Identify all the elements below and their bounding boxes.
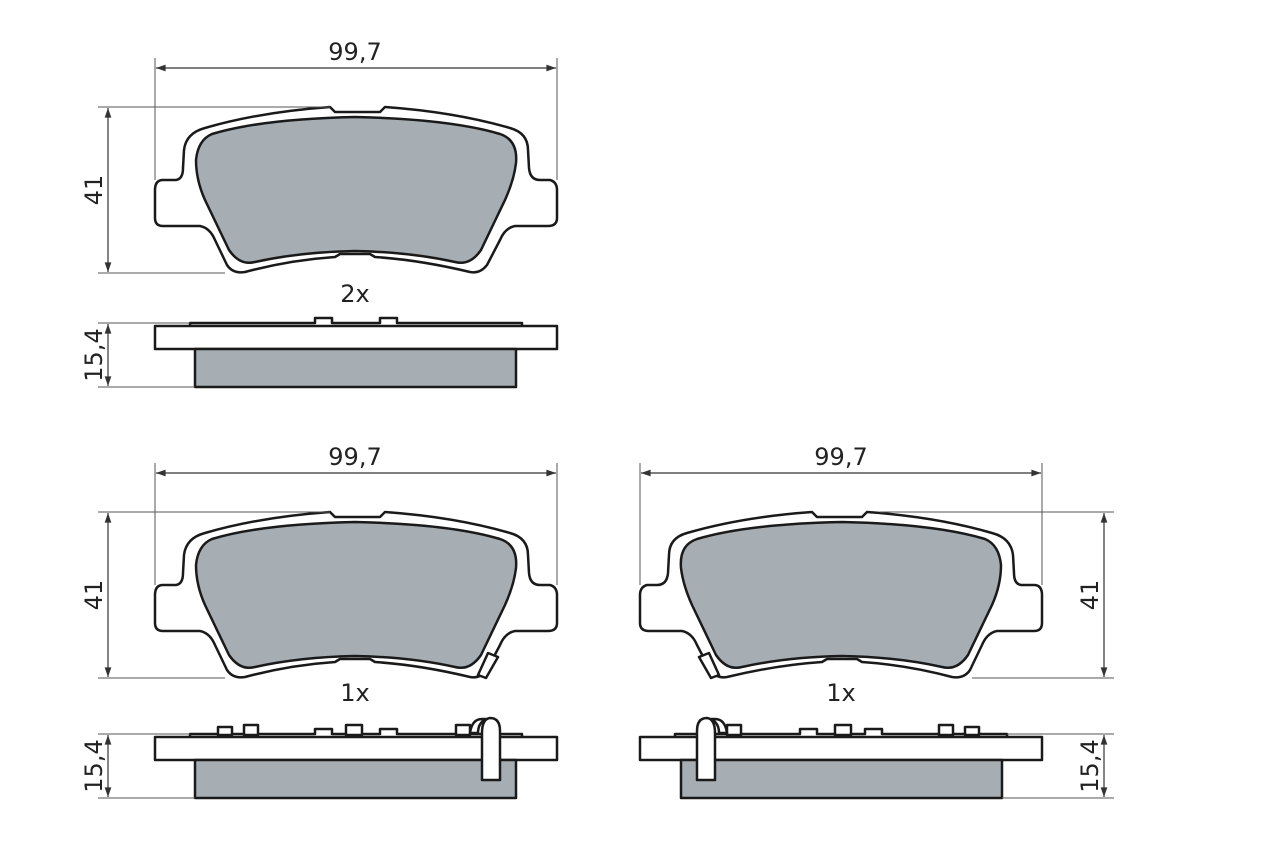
dimension-width: 99,7	[154, 38, 558, 180]
wear-indicator-clip	[695, 716, 981, 782]
wear-indicator	[697, 651, 721, 680]
height-label: 41	[80, 175, 108, 206]
pad-view-top: 99,7 41 2x 15,4	[80, 38, 559, 389]
dimension-height: 41	[80, 106, 330, 274]
pad-view-bottom-left: 99,7 41 1x 15,4	[80, 443, 559, 800]
brake-pad-front	[153, 105, 559, 274]
quantity-label: 2x	[340, 280, 369, 308]
wear-indicator-clip	[216, 716, 502, 782]
quantity-label: 1x	[826, 679, 855, 707]
thickness-label: 15,4	[1076, 739, 1104, 792]
pad-view-bottom-right: 99,7 41 1x 15,4	[638, 443, 1114, 800]
height-label: 41	[80, 580, 108, 611]
thickness-label: 15,4	[80, 328, 108, 381]
width-label: 99,7	[328, 38, 381, 66]
dimension-thickness: 15,4	[80, 322, 195, 388]
width-label: 99,7	[328, 443, 381, 471]
brake-pad-front	[153, 510, 559, 679]
wear-indicator	[476, 651, 500, 680]
quantity-label: 1x	[340, 679, 369, 707]
width-label: 99,7	[814, 443, 867, 471]
thickness-label: 15,4	[80, 739, 108, 792]
height-label: 41	[1076, 580, 1104, 611]
brake-pad-side	[153, 316, 559, 389]
brake-pad-front	[638, 510, 1044, 679]
